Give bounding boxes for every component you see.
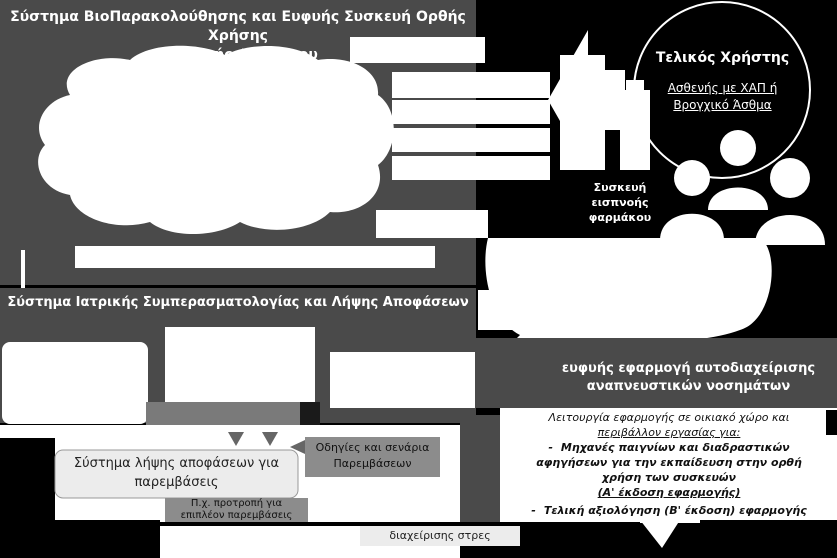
left-arrow <box>290 440 305 454</box>
person-body-2 <box>660 213 724 240</box>
bottom-label-box <box>360 526 520 546</box>
inhaler-device <box>620 90 650 170</box>
app-title-line1: ευφυής εφαρμογή αυτοδιαχείρισης <box>561 361 816 376</box>
connector-line-left <box>21 250 25 292</box>
device-line1: Συσκευή <box>593 181 647 194</box>
app-panel-body <box>500 408 837 523</box>
example-line2: επιπλέον παρεμβάσεις <box>180 510 293 521</box>
top-bar-5 <box>392 156 550 180</box>
top-bar-6 <box>376 210 488 238</box>
top-system-title: Σύστημα ΒιοΠαρακολούθησης και Ευφυής Συσ… <box>0 8 476 65</box>
bubble-tail <box>640 520 680 548</box>
app-bullet1-line2: αφηγήσεων για την εκπαίδευση στην ορθή <box>536 456 802 469</box>
top-bar-1 <box>350 37 485 63</box>
lower-left-dark-2 <box>0 520 160 558</box>
person-head-3 <box>770 158 810 198</box>
bottom-label: διαχείρισης στρες <box>389 529 491 542</box>
guidelines-line2: Παρεμβάσεων <box>333 457 412 470</box>
top-bar-3 <box>392 100 550 124</box>
medical-box-1 <box>2 342 148 424</box>
down-arrow-1 <box>228 432 244 446</box>
decision-box-text: Σύστημα λήψης αποφάσεων για παρεμβάσεις <box>55 454 298 492</box>
app-bullet2-text: Τελική αξιολόγηση (Β' έκδοση) εφαρμογής <box>543 504 807 517</box>
app-bullet1-line1: Μηχανές παιγνίων και διαδραστικών <box>560 441 790 454</box>
bubble-fill <box>478 290 578 330</box>
app-panel-side <box>460 415 500 523</box>
bullet-dash-2: - <box>531 504 536 517</box>
example-box <box>165 498 308 522</box>
medical-strip-1 <box>146 402 314 426</box>
app-panel-header <box>476 338 837 408</box>
arrow-body <box>560 55 605 170</box>
end-user-subtitle-2: Βρογχικό Άσθμα <box>673 98 772 112</box>
bullet-dash-1: - <box>548 441 553 454</box>
person-head-2 <box>674 160 710 196</box>
top-title-line1: Σύστημα ΒιοΠαρακολούθησης και Ευφυής Συσ… <box>10 9 466 44</box>
top-bottom-bar <box>75 246 435 268</box>
decision-line2: παρεμβάσεις <box>134 475 219 490</box>
end-user-title: Τελικός Χρήστης <box>655 50 790 66</box>
example-text: Π.χ. προτροπή για επιπλέον παρεμβάσεις <box>165 498 308 522</box>
guidelines-text: Οδηγίες και σενάρια Παρεμβάσεων <box>305 440 440 472</box>
decision-line1: Σύστημα λήψης αποφάσεων για <box>73 456 280 471</box>
app-bullet1: - Μηχανές παιγνίων και διαδραστικών <box>510 440 828 455</box>
end-user-subtitle-1: Ασθενής με ΧΑΠ ή <box>667 81 778 95</box>
app-intro-line1: Λειτουργία εφαρμογής σε οικιακό χώρο και <box>548 411 790 424</box>
person-head-1 <box>720 130 756 166</box>
medical-box-3 <box>330 352 475 408</box>
app-bullet2: - Τελική αξιολόγηση (Β' έκδοση) εφαρμογή… <box>510 503 828 518</box>
top-bar-2 <box>392 72 550 98</box>
inhaler-cap <box>626 80 644 94</box>
medical-strip-2 <box>300 402 320 432</box>
device-line2: εισπνοής <box>591 196 649 209</box>
cloud-shape <box>38 45 394 234</box>
app-bullet1-line3: χρήση των συσκευών <box>602 471 736 484</box>
top-title-line2: Εισπνοής Φαρμάκου <box>158 47 318 63</box>
bottom-right-dark <box>700 520 837 558</box>
medical-box-2 <box>165 327 315 402</box>
app-intro-line2: περιβάλλον εργασίας για: <box>597 426 741 439</box>
end-user-label: Τελικός Χρήστης Ασθενής με ΧΑΠ ή Βρογχικ… <box>640 50 805 114</box>
app-panel-body-text: Λειτουργία εφαρμογής σε οικιακό χώρο και… <box>510 410 828 518</box>
device-label: Συσκευή εισπνοής φαρμάκου <box>588 180 652 225</box>
down-arrow-2 <box>262 432 278 446</box>
right-edge <box>826 410 837 435</box>
medical-system-title: Σύστημα Ιατρικής Συμπερασματολογίας και … <box>7 295 469 310</box>
top-bar-4 <box>392 128 550 152</box>
device-line3: φαρμάκου <box>588 211 652 224</box>
guidelines-line1: Οδηγίες και σενάρια <box>315 441 430 454</box>
example-line1: Π.χ. προτροπή για <box>190 498 283 509</box>
guidelines-box <box>305 437 440 477</box>
app-panel-title: ευφυής εφαρμογή αυτοδιαχείρισης αναπνευσ… <box>540 360 837 396</box>
person-body-1 <box>708 187 768 210</box>
person-body-3 <box>755 215 825 245</box>
app-title-line2: αναπνευστικών νοσημάτων <box>586 379 791 394</box>
app-bullet1-line4: (Α' έκδοση εφαρμογής) <box>597 486 741 499</box>
bottom-line <box>160 522 640 526</box>
